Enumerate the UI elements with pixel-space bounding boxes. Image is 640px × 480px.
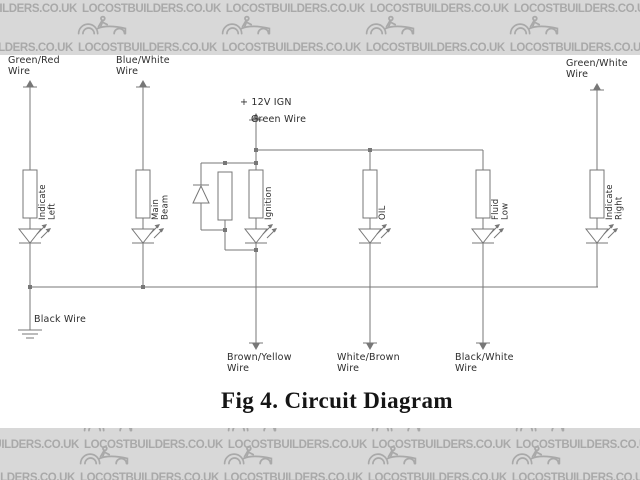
watermark-unit: LOCOSTBUILDERS.CO.UK xyxy=(370,0,509,17)
component-label-indicate-right: Indicate Right xyxy=(605,184,625,220)
watermark-text: LOCOSTBUILDERS.CO.UK xyxy=(513,3,640,15)
watermark-unit: LOCOSTBUILDERS.CO.UK xyxy=(511,445,640,480)
watermark-text: LOCOSTBUILDERS.CO.UK xyxy=(0,472,75,480)
wire-label-brown-yellow: Brown/Yellow Wire xyxy=(227,352,292,374)
watermark-text: LOCOSTBUILDERS.CO.UK xyxy=(365,42,505,54)
locost-car-logo-icon xyxy=(365,15,415,35)
locost-car-logo-icon xyxy=(223,445,273,465)
watermark-text: LOCOSTBUILDERS.CO.UK xyxy=(81,3,221,15)
watermark-text: LOCOSTBUILDERS.CO.UK xyxy=(369,3,509,15)
locost-car-logo-icon xyxy=(221,15,271,35)
watermark-text: LOCOSTBUILDERS.CO.UK xyxy=(509,42,640,54)
watermark-text: LOCOSTBUILDERS.CO.UK xyxy=(221,42,361,54)
watermark-unit: LOCOSTBUILDERS.CO.UK xyxy=(226,0,365,17)
watermark-row: LOCOSTBUILDERS.CO.UK LOCOSTBUILDERS.CO.UK… xyxy=(0,15,640,54)
locost-car-logo-icon xyxy=(79,445,129,465)
locost-car-logo-icon xyxy=(367,445,417,465)
watermark-unit: LOCOSTBUILDERS.CO.UK xyxy=(82,0,221,17)
watermark-unit: LOCOSTBUILDERS.CO.UK xyxy=(371,428,511,453)
watermark-unit: LOCOSTBUILDERS.CO.UK xyxy=(79,445,219,480)
watermark-unit: LOCOSTBUILDERS.CO.UK xyxy=(0,468,75,480)
watermark-unit: LOCOSTBUILDERS.CO.UK xyxy=(0,435,79,453)
locost-car-logo-icon xyxy=(509,15,559,35)
wire-label-black: Black Wire xyxy=(34,314,87,325)
wire-label-white-brown: White/Brown Wire xyxy=(337,352,400,374)
watermark-unit: LOCOSTBUILDERS.CO.UK xyxy=(509,15,640,55)
watermark-row: LOCOSTBUILDERS.CO.UK LOCOSTBUILDERS.CO.UK… xyxy=(0,445,640,480)
watermark-banner-bottom: LOCOSTBUILDERS.CO.UK LOCOSTBUILDERS.CO.UK… xyxy=(0,428,640,480)
locost-car-logo-icon xyxy=(77,15,127,35)
locost-car-logo-icon xyxy=(83,428,133,432)
watermark-banner-top: LOCOSTBUILDERS.CO.UK LOCOSTBUILDERS.CO.UK… xyxy=(0,0,640,55)
locost-car-logo-icon xyxy=(371,428,421,432)
watermark-unit: LOCOSTBUILDERS.CO.UK xyxy=(227,428,367,453)
watermark-unit: LOCOSTBUILDERS.CO.UK xyxy=(365,15,505,55)
wire-label-black-white: Black/White Wire xyxy=(455,352,514,374)
watermark-text: LOCOSTBUILDERS.CO.UK xyxy=(0,439,79,451)
watermark-text: LOCOSTBUILDERS.CO.UK xyxy=(515,439,640,451)
watermark-unit: LOCOSTBUILDERS.CO.UK xyxy=(515,428,640,453)
locost-car-logo-icon xyxy=(515,428,565,432)
watermark-unit: LOCOSTBUILDERS.CO.UK xyxy=(77,15,217,55)
watermark-text: LOCOSTBUILDERS.CO.UK xyxy=(0,3,77,15)
watermark-unit: LOCOSTBUILDERS.CO.UK xyxy=(0,0,77,17)
watermark-text: LOCOSTBUILDERS.CO.UK xyxy=(77,42,217,54)
watermark-text: LOCOSTBUILDERS.CO.UK xyxy=(371,439,511,451)
watermark-text: LOCOSTBUILDERS.CO.UK xyxy=(511,472,640,480)
watermark-text: LOCOSTBUILDERS.CO.UK xyxy=(83,439,223,451)
watermark-unit: LOCOSTBUILDERS.CO.UK xyxy=(0,38,73,55)
component-label-main-beam: Main Beam xyxy=(151,194,171,220)
circuit-diagram: Green/Red Wire Blue/White Wire Green/Whi… xyxy=(0,55,640,428)
locost-car-logo-icon xyxy=(227,428,277,432)
watermark-text: LOCOSTBUILDERS.CO.UK xyxy=(367,472,507,480)
watermark-text: LOCOSTBUILDERS.CO.UK xyxy=(227,439,367,451)
supply-label-12v-ign: + 12V IGN xyxy=(240,97,292,108)
component-label-oil: OIL xyxy=(378,205,388,220)
watermark-row: LOCOSTBUILDERS.CO.UK LOCOSTBUILDERS.CO.UK… xyxy=(0,428,640,451)
watermark-text: LOCOSTBUILDERS.CO.UK xyxy=(79,472,219,480)
watermark-text: LOCOSTBUILDERS.CO.UK xyxy=(225,3,365,15)
watermark-text: LOCOSTBUILDERS.CO.UK xyxy=(223,472,363,480)
watermark-unit: LOCOSTBUILDERS.CO.UK xyxy=(223,445,363,480)
wire-label-blue-white: Blue/White Wire xyxy=(116,55,170,77)
component-label-indicate-left: Indicate Left xyxy=(38,184,58,220)
watermark-row: LOCOSTBUILDERS.CO.UK LOCOSTBUILDERS.CO.UK… xyxy=(0,0,640,15)
component-label-ignition: Ignition xyxy=(264,186,274,220)
figure-caption: Fig 4. Circuit Diagram xyxy=(221,388,453,413)
watermark-unit: LOCOSTBUILDERS.CO.UK xyxy=(367,445,507,480)
wire-label-green: Green Wire xyxy=(251,114,307,125)
watermark-unit: LOCOSTBUILDERS.CO.UK xyxy=(221,15,361,55)
wire-label-green-white: Green/White Wire xyxy=(566,58,628,80)
component-label-fluid-low: Fluid Low xyxy=(491,198,511,220)
locost-car-logo-icon xyxy=(511,445,561,465)
watermark-unit: LOCOSTBUILDERS.CO.UK xyxy=(83,428,223,453)
schematic-graphics xyxy=(18,79,619,351)
watermark-unit: LOCOSTBUILDERS.CO.UK xyxy=(514,0,640,17)
watermark-text: LOCOSTBUILDERS.CO.UK xyxy=(0,42,73,54)
wire-label-green-red: Green/Red Wire xyxy=(8,55,60,77)
